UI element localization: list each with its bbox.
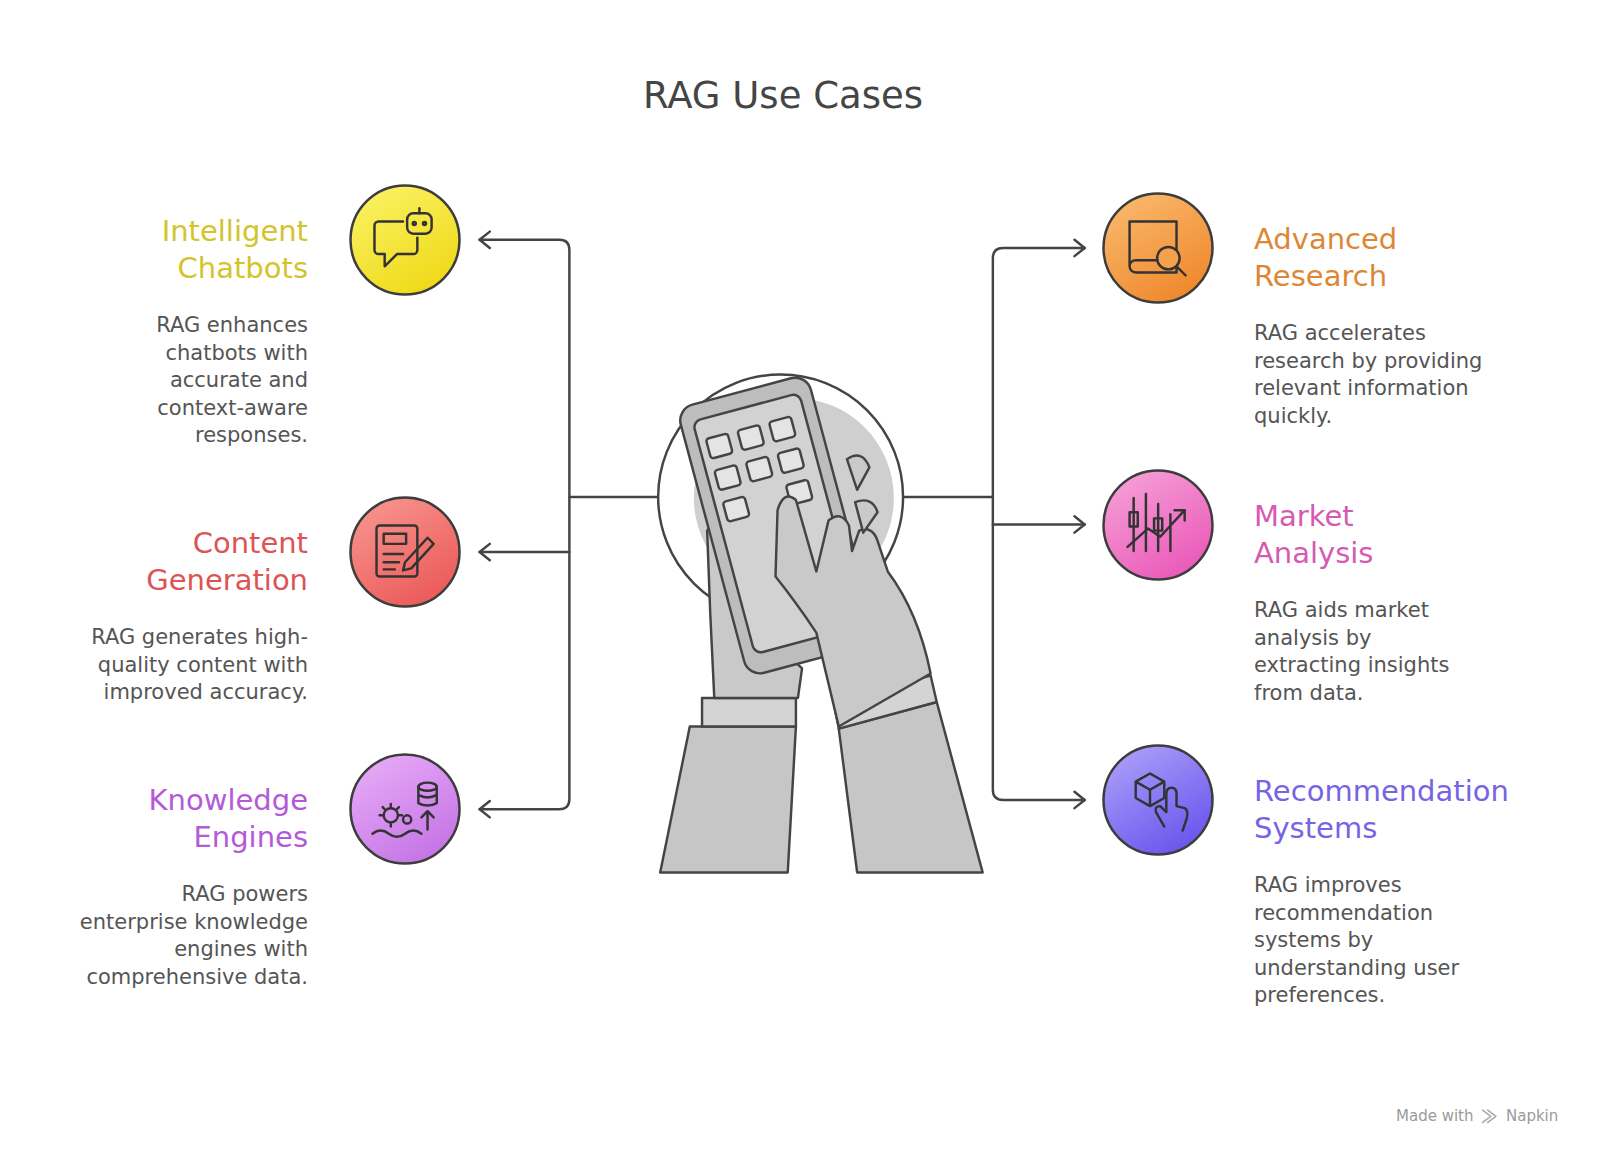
knowledge-icon: [372, 783, 436, 837]
napkin-logo: [1483, 1110, 1496, 1122]
node-heading: Advanced Research: [1254, 221, 1464, 295]
node-circle: [351, 498, 460, 607]
illustration: [480, 232, 1085, 873]
circle-shape: [349, 496, 461, 608]
use-case-node: Advanced ResearchRAG accelerates researc…: [1102, 192, 1214, 304]
node-description: RAG aids market analysis by extracting i…: [1254, 597, 1480, 707]
leader-line: [993, 248, 1085, 800]
node-heading: Knowledge Engines: [98, 782, 308, 856]
node-circle: [1104, 194, 1213, 303]
node-circle: [351, 186, 460, 295]
research-icon: [1130, 221, 1186, 275]
node-description: RAG generates high-quality content with …: [63, 624, 308, 707]
node-description: RAG improves recommendation systems by u…: [1254, 872, 1494, 1010]
node-heading: Intelligent Chatbots: [98, 213, 308, 287]
use-case-node: Market AnalysisRAG aids market analysis …: [1102, 469, 1214, 581]
finger: [847, 456, 869, 490]
watermark: Made with: [1396, 1107, 1473, 1125]
right-hand: [776, 497, 931, 727]
arrow-head: [1074, 240, 1084, 808]
leader-line: [569, 496, 658, 498]
use-case-node: Recommendation SystemsRAG improves recom…: [1102, 744, 1214, 856]
circle-shape: [1102, 469, 1214, 581]
leader-line: [480, 240, 570, 809]
node-heading: Content Generation: [98, 525, 308, 599]
leader-line: [903, 496, 993, 498]
document-pencil-icon: [377, 526, 434, 577]
node-heading: Recommendation Systems: [1254, 773, 1554, 847]
node-circle: [351, 755, 460, 864]
use-case-node: Knowledge EnginesRAG powers enterprise k…: [349, 753, 461, 865]
recommendation-icon: [1136, 773, 1188, 830]
cuff: [702, 698, 796, 727]
market-icon: [1128, 494, 1185, 551]
circle-shape: [349, 753, 461, 865]
node-circle: [1104, 746, 1213, 855]
diagram-title: RAG Use Cases: [533, 74, 1033, 117]
leader-line: [993, 523, 1085, 525]
sleeve: [660, 727, 796, 873]
node-description: RAG powers enterprise knowledge engines …: [72, 881, 308, 991]
icons: [372, 208, 1495, 1122]
node-description: RAG accelerates research by providing re…: [1254, 320, 1490, 430]
sleeve: [839, 702, 983, 872]
arrow-head: [480, 232, 490, 818]
chatbot-icon: [374, 208, 431, 266]
finger: [855, 500, 877, 532]
node-heading: Market Analysis: [1254, 498, 1464, 572]
leader-line: [480, 551, 570, 553]
node-description: RAG enhances chatbots with accurate and …: [128, 312, 308, 450]
use-case-node: Content GenerationRAG generates high-qua…: [349, 496, 461, 608]
use-case-node: Intelligent ChatbotsRAG enhances chatbot…: [349, 184, 461, 296]
circle-shape: [349, 184, 461, 296]
node-circle: [1104, 471, 1213, 580]
circle-shape: [1102, 744, 1214, 856]
watermark: Napkin: [1506, 1107, 1558, 1125]
circle-shape: [1102, 192, 1214, 304]
